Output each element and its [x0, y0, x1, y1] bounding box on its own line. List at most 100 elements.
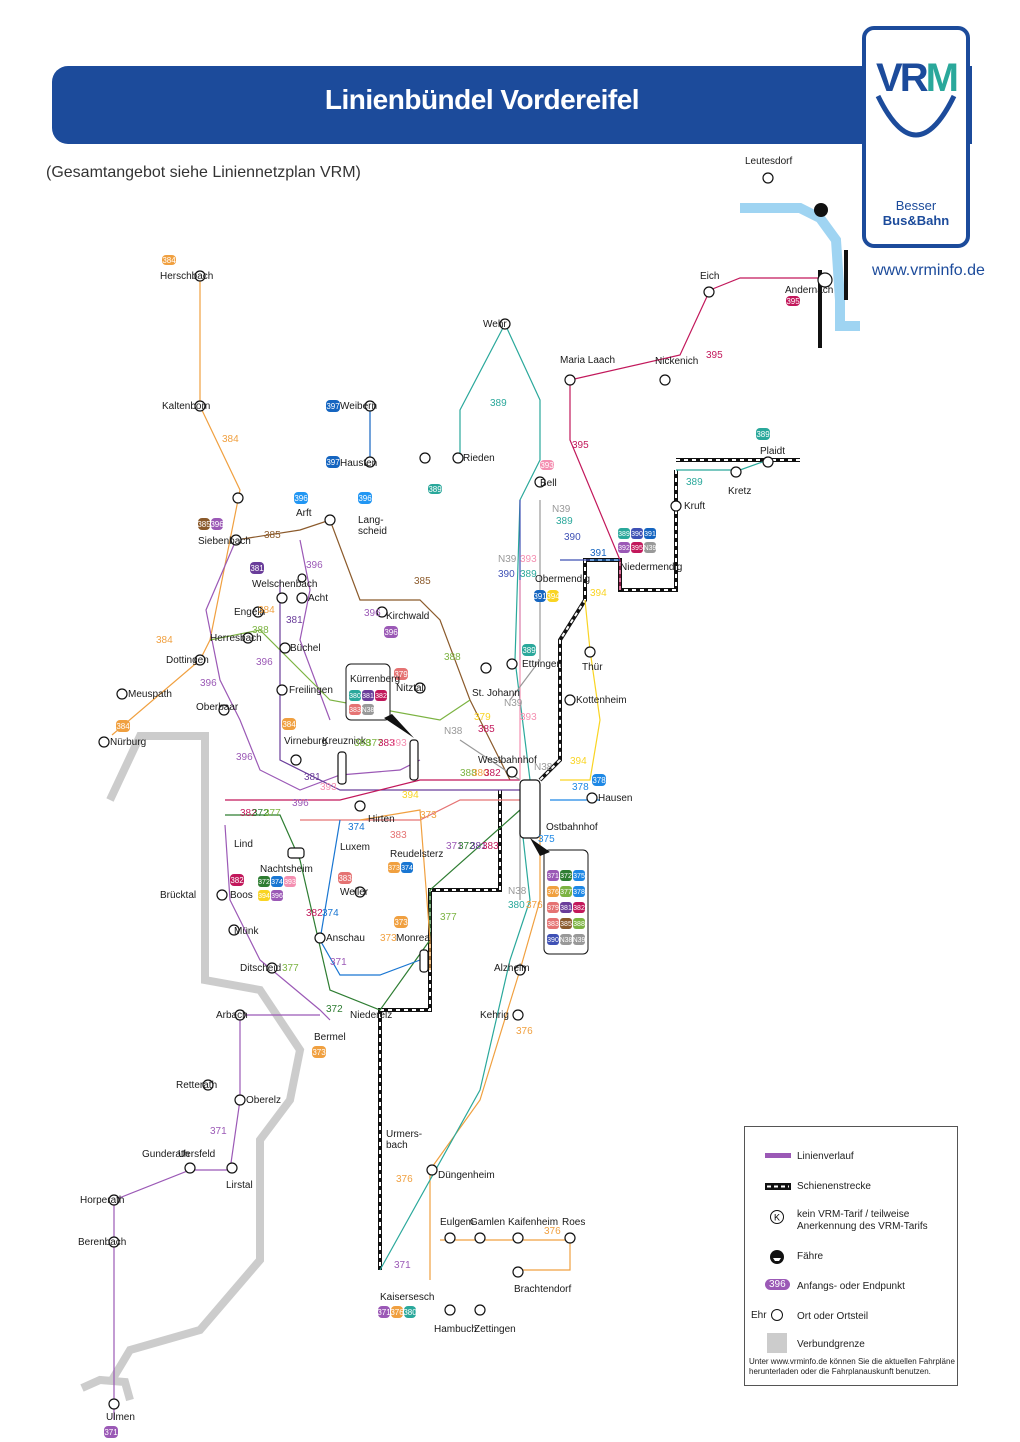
svg-text:Westbahnhof: Westbahnhof: [478, 755, 537, 766]
svg-text:384: 384: [156, 635, 173, 646]
svg-text:391: 391: [590, 548, 607, 559]
svg-text:377: 377: [366, 738, 383, 749]
kuerrenberg-pointer: [384, 714, 414, 738]
svg-text:Roes: Roes: [562, 1217, 585, 1228]
svg-text:372: 372: [252, 808, 269, 819]
svg-text:372: 372: [560, 873, 572, 880]
place-circle-icon: [771, 1309, 783, 1321]
svg-text:Hirten: Hirten: [368, 814, 395, 825]
k-tariff-icon: K: [770, 1210, 784, 1224]
svg-text:389: 389: [756, 430, 770, 439]
svg-text:375: 375: [573, 873, 585, 880]
svg-text:Weibern: Weibern: [340, 401, 377, 412]
svg-text:Freilingen: Freilingen: [289, 685, 333, 696]
svg-text:Arbach: Arbach: [216, 1010, 248, 1021]
header-banner: Linienbündel Vordereifel: [52, 66, 972, 144]
svg-text:393: 393: [320, 782, 337, 793]
svg-text:381: 381: [250, 564, 264, 573]
svg-text:Hausten: Hausten: [340, 458, 377, 469]
line-route-icon: [765, 1153, 791, 1158]
svg-text:Retterath: Retterath: [176, 1080, 217, 1091]
svg-text:Kaifenheim: Kaifenheim: [508, 1217, 558, 1228]
svg-text:Nitztal: Nitztal: [396, 683, 424, 694]
svg-text:376: 376: [544, 1226, 561, 1237]
svg-text:393: 393: [284, 879, 296, 886]
river-rhine: [740, 203, 860, 331]
svg-text:374: 374: [322, 908, 339, 919]
svg-text:Leutesdorf: Leutesdorf: [745, 156, 792, 167]
hub-lind: [287, 847, 305, 859]
svg-text:371: 371: [446, 841, 463, 852]
route-371: [113, 824, 331, 1420]
svg-text:385: 385: [478, 724, 495, 735]
svg-text:388: 388: [444, 652, 461, 663]
svg-text:Alzheim: Alzheim: [494, 963, 530, 974]
svg-text:389: 389: [556, 516, 573, 527]
svg-text:Engeln: Engeln: [234, 607, 265, 618]
svg-text:385: 385: [264, 530, 281, 541]
svg-text:N38: N38: [508, 886, 527, 897]
svg-text:Kaisersesch: Kaisersesch: [380, 1292, 434, 1303]
svg-text:377: 377: [282, 963, 299, 974]
svg-text:389: 389: [520, 569, 537, 580]
svg-text:Lind: Lind: [234, 839, 253, 850]
svg-text:371: 371: [547, 873, 559, 880]
svg-text:390: 390: [498, 569, 515, 580]
svg-text:Wehr: Wehr: [483, 319, 507, 330]
svg-text:Bermel: Bermel: [314, 1032, 346, 1043]
svg-text:380: 380: [508, 900, 525, 911]
svg-text:Herschbach: Herschbach: [160, 271, 213, 282]
svg-text:384: 384: [282, 720, 296, 729]
route-382: [225, 779, 520, 801]
svg-text:395: 395: [706, 350, 723, 361]
svg-text:373: 373: [312, 1048, 326, 1057]
svg-text:395: 395: [786, 297, 800, 306]
svg-text:Nachtsheim: Nachtsheim: [260, 864, 313, 875]
svg-text:373: 373: [394, 918, 408, 927]
svg-text:Meuspath: Meuspath: [128, 689, 172, 700]
svg-text:376: 376: [396, 1174, 413, 1185]
svg-text:N38: N38: [534, 762, 553, 773]
svg-text:Düngenheim: Düngenheim: [438, 1170, 495, 1181]
svg-text:Kruft: Kruft: [684, 501, 705, 512]
svg-text:380: 380: [349, 693, 361, 700]
svg-text:379: 379: [474, 712, 491, 723]
svg-text:Zettingen: Zettingen: [474, 1324, 516, 1335]
svg-text:393: 393: [540, 461, 554, 470]
svg-text:391: 391: [644, 531, 656, 538]
svg-text:Andernach: Andernach: [785, 285, 833, 296]
svg-text:389: 389: [618, 531, 630, 538]
svg-text:N39: N39: [552, 504, 571, 515]
svg-text:Kürrenberg: Kürrenberg: [350, 674, 400, 685]
tariff-boundary: [106, 732, 305, 1383]
svg-text:379: 379: [547, 905, 559, 912]
route-372: [225, 809, 521, 1011]
svg-text:390: 390: [547, 937, 559, 944]
svg-text:Urmers-: Urmers-: [386, 1129, 422, 1140]
route-376: [429, 830, 571, 1280]
svg-text:Anschau: Anschau: [326, 933, 365, 944]
svg-text:395: 395: [572, 440, 589, 451]
vrm-logo-text: VRM: [876, 56, 959, 100]
svg-text:381: 381: [560, 905, 572, 912]
route-394: [560, 599, 601, 781]
route-385: [235, 519, 511, 781]
svg-text:394: 394: [590, 588, 607, 599]
legend-route: Linienverlauf: [797, 1151, 854, 1162]
svg-text:371: 371: [330, 957, 347, 968]
svg-text:376: 376: [547, 889, 559, 896]
route-374: [319, 819, 421, 976]
svg-text:Welschenbach: Welschenbach: [252, 579, 317, 590]
svg-text:395: 395: [631, 545, 643, 552]
svg-text:396: 396: [306, 560, 323, 571]
svg-text:Kehrig: Kehrig: [480, 1010, 509, 1021]
svg-text:Bell: Bell: [540, 478, 557, 489]
svg-text:396: 396: [256, 657, 273, 668]
svg-text:378: 378: [573, 889, 585, 896]
route-N39: [509, 500, 541, 701]
website-link[interactable]: www.vrminfo.de: [872, 262, 985, 279]
svg-text:376: 376: [526, 900, 543, 911]
route-373: [359, 809, 431, 970]
page-subtitle: (Gesamtangebot siehe Liniennetzplan VRM): [46, 164, 361, 181]
svg-text:383: 383: [349, 707, 361, 714]
